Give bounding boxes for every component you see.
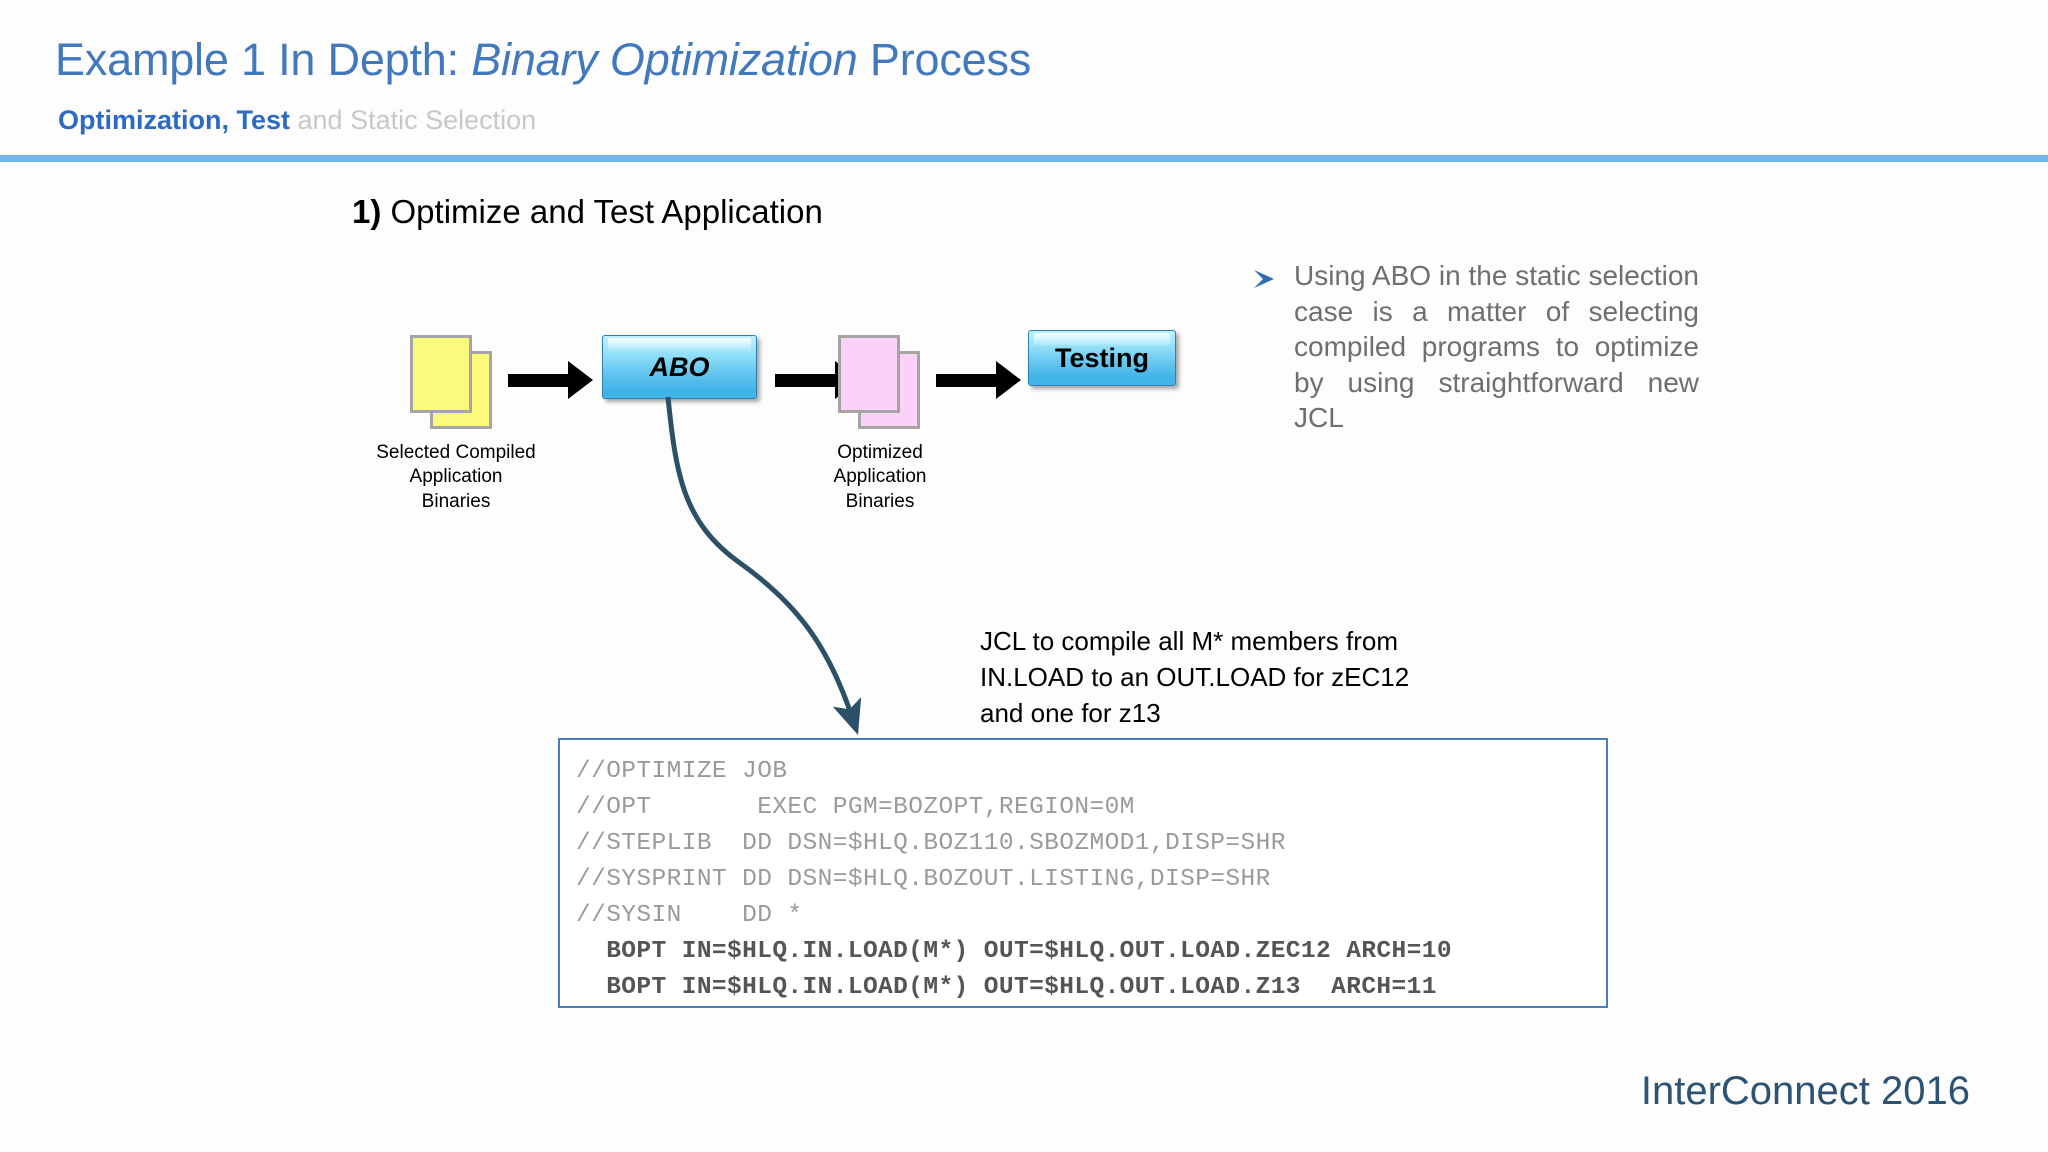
document-sheet-front — [838, 335, 900, 413]
chevron-bullet-icon — [1254, 270, 1274, 288]
input-stack-caption: Selected Compiled Application Binaries — [376, 442, 536, 512]
page-subtitle-rest: and Static Selection — [290, 105, 537, 135]
code-line: //OPT EXEC PGM=BOZOPT,REGION=0M — [576, 794, 1135, 821]
page-title: Example 1 In Depth: Binary Optimization … — [55, 34, 1031, 86]
footer-brand: InterConnect 2016 — [1640, 1069, 1970, 1113]
document-stack-icon — [410, 335, 494, 431]
page-title-emphasis: Binary Optimization — [471, 34, 858, 85]
header-divider — [0, 155, 2048, 162]
process-flow-diagram: ABO Testing Selected Compiled Applicatio… — [360, 325, 1176, 512]
arrow-head — [996, 361, 1021, 399]
code-line: BOPT IN=$HLQ.IN.LOAD(M*) OUT=$HLQ.OUT.LO… — [576, 938, 1452, 965]
document-stack-icon — [838, 335, 922, 431]
abo-process-box[interactable]: ABO — [602, 335, 757, 399]
arrow-right-icon — [936, 360, 1022, 400]
slide-header: Example 1 In Depth: Binary Optimization … — [0, 0, 2048, 162]
page-subtitle-highlight: Optimization, Test — [58, 105, 291, 135]
code-line: //STEPLIB DD DSN=$HLQ.BOZ110.SBOZMOD1,DI… — [576, 830, 1286, 857]
code-line: //OPTIMIZE JOB — [576, 758, 788, 785]
code-line: //SYSPRINT DD DSN=$HLQ.BOZOUT.LISTING,DI… — [576, 866, 1271, 893]
arrow-head — [568, 361, 593, 399]
step-label: Optimize and Test Application — [381, 193, 823, 230]
step-heading: 1) Optimize and Test Application — [352, 193, 823, 231]
arrow-right-icon — [508, 360, 594, 400]
arrow-shaft — [936, 373, 996, 387]
jcl-description: JCL to compile all M* members from IN.LO… — [980, 626, 1410, 728]
arrow-shaft — [508, 373, 568, 387]
step-number: 1) — [352, 193, 382, 230]
jcl-code-block: //OPTIMIZE JOB //OPT EXEC PGM=BOZOPT,REG… — [558, 738, 1608, 1008]
arrow-shaft — [775, 373, 835, 387]
bullet-text: Using ABO in the static selection case i… — [1294, 260, 1699, 434]
code-line: //SYSIN DD * — [576, 902, 803, 929]
output-stack-caption: Optimized Application Binaries — [833, 442, 927, 512]
page-subtitle: Optimization, Test and Static Selection — [58, 105, 536, 136]
document-sheet-front — [410, 335, 472, 413]
page-title-prefix: Example 1 In Depth: — [55, 34, 472, 85]
code-line: BOPT IN=$HLQ.IN.LOAD(M*) OUT=$HLQ.OUT.LO… — [576, 974, 1437, 1001]
curved-arrow-icon — [665, 396, 862, 736]
testing-box-label: Testing — [1055, 342, 1149, 373]
curved-arrow-path — [665, 396, 862, 736]
abo-process-label: ABO — [649, 351, 710, 382]
page-title-suffix: Process — [857, 34, 1032, 85]
testing-box[interactable]: Testing — [1028, 330, 1176, 386]
